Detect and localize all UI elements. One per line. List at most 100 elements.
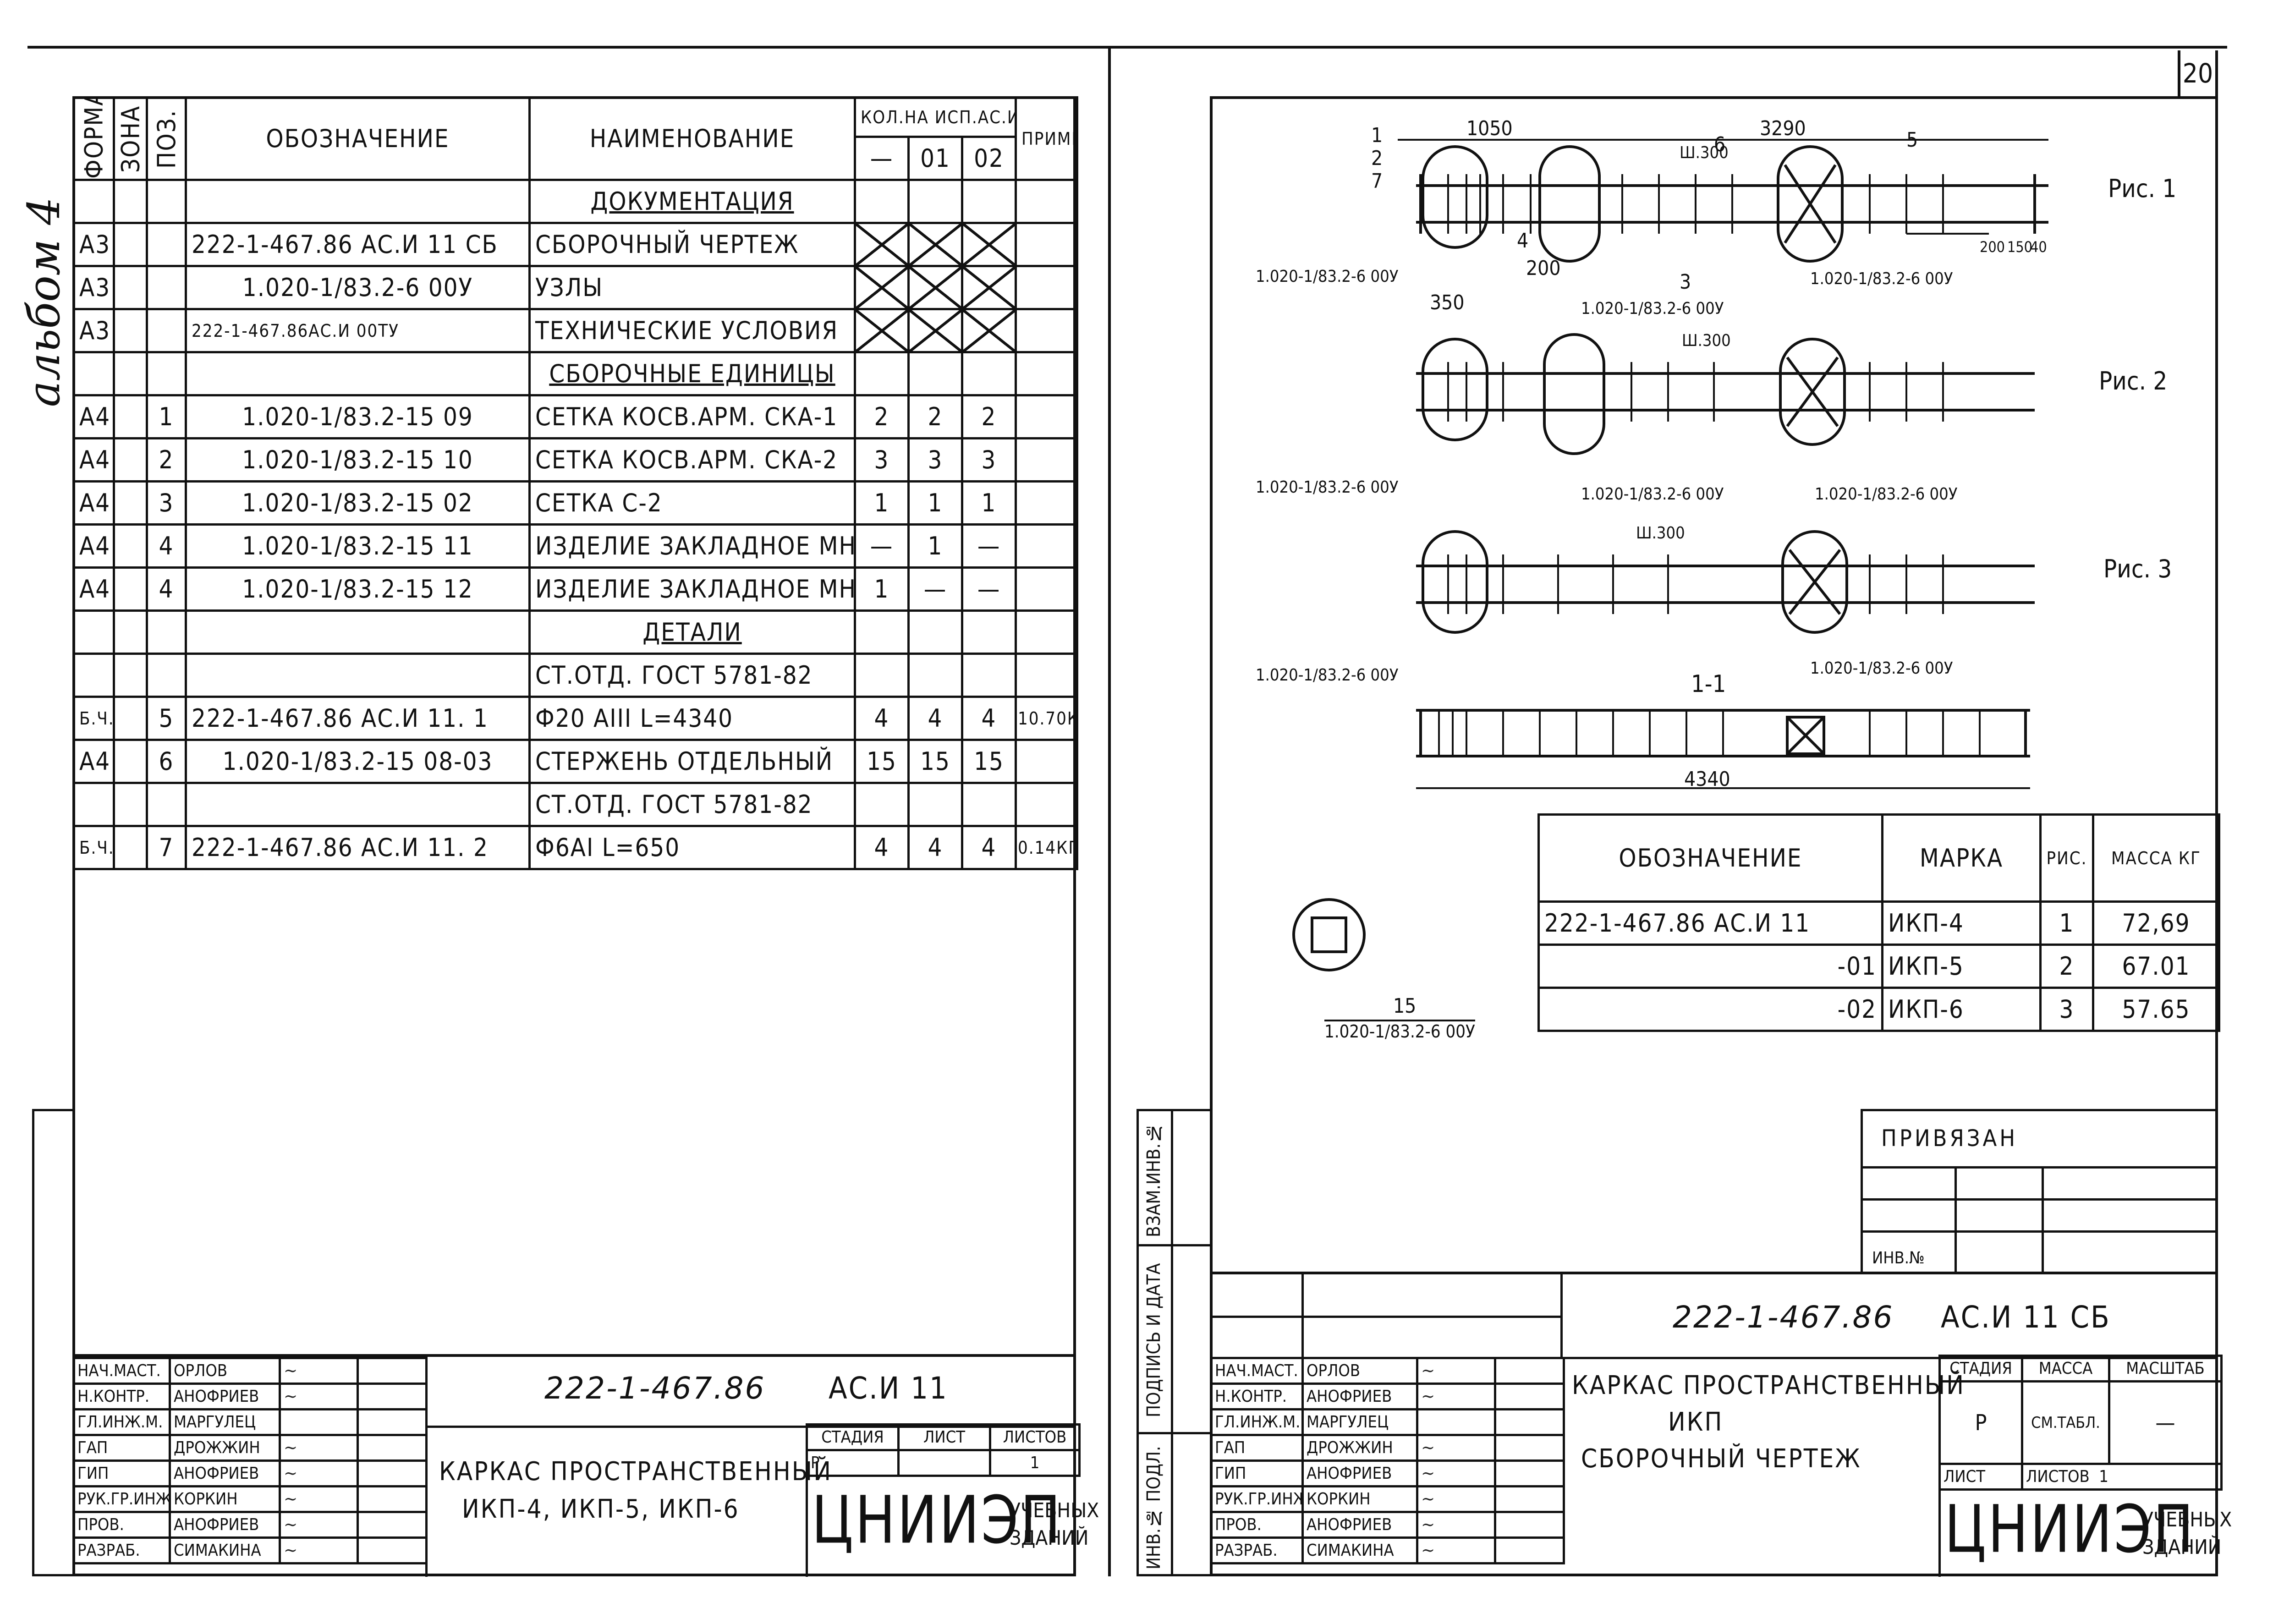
top-rule xyxy=(27,46,2227,49)
privyazan-inv: ИНВ.№ xyxy=(1872,1249,1925,1267)
signature: ~ xyxy=(1416,1434,1496,1462)
sheets-value: 1 xyxy=(2099,1467,2108,1486)
cell-designation: 1.020-1/83.2-15 09 xyxy=(185,394,531,439)
col-name: НАИМЕНОВАНИЕ xyxy=(528,96,856,181)
left-title-vdivider xyxy=(425,1357,428,1577)
cell-note xyxy=(1015,222,1078,267)
mass-fig: 3 xyxy=(2039,987,2094,1032)
section-heading: ДЕТАЛИ xyxy=(528,609,856,655)
cell-pos xyxy=(146,609,187,655)
pos-label-6: 6 xyxy=(1714,133,1725,156)
mass-mark: ИКП-5 xyxy=(1881,944,2042,989)
crossed-cell xyxy=(854,308,910,353)
cell-name: ИЗДЕЛИЕ ЗАКЛАДНОЕ МН-6 xyxy=(528,566,856,612)
cell-format xyxy=(72,653,115,698)
col-note: ПРИМЕЧ. xyxy=(1015,96,1078,181)
signature: ~ xyxy=(279,1459,359,1487)
col-format: ФОРМАТ xyxy=(73,97,114,180)
person-name: АНОФРИЕВ xyxy=(1301,1511,1418,1539)
cell-q2 xyxy=(907,179,963,224)
cell-format: Б.Ч. xyxy=(72,696,115,741)
cell-q2: — xyxy=(907,566,963,612)
cell-format: А4 xyxy=(72,566,115,612)
cell-pos xyxy=(146,351,187,396)
dim-4340: 4340 xyxy=(1684,768,1730,791)
role-label: ГАП xyxy=(1210,1434,1304,1462)
dim-1050: 1050 xyxy=(1466,117,1513,140)
side-strip-h2 xyxy=(1139,1432,1210,1434)
cell-zone xyxy=(113,265,148,310)
cell-note xyxy=(1015,566,1078,612)
left-code-divider xyxy=(425,1426,1076,1428)
cell-note xyxy=(1015,179,1078,224)
node-ref: 1.020-1/83.2-6 00У xyxy=(1256,478,1399,497)
left-drawing-code-suffix: АС.И 11 xyxy=(829,1371,948,1406)
person-name: ОРЛОВ xyxy=(1301,1357,1418,1385)
person-name: АНОФРИЕВ xyxy=(1301,1459,1418,1487)
cell-q1 xyxy=(854,653,910,698)
col-qty-1: 01 xyxy=(907,136,963,181)
person-name: АНОФРИЕВ xyxy=(169,1383,281,1410)
cell-note: 10.70КГ xyxy=(1015,696,1078,741)
privyazan-v2 xyxy=(2042,1166,2044,1274)
cell-pos: 1 xyxy=(146,394,187,439)
node-ref: 1.020-1/83.2-6 00У xyxy=(1810,659,1953,678)
cell-name: СТЕРЖЕНЬ ОТДЕЛЬНЫЙ xyxy=(528,739,856,784)
stage-label: СТАДИЯ xyxy=(806,1423,900,1451)
person-name: ДРОЖЖИН xyxy=(169,1434,281,1462)
role-label: РАЗРАБ. xyxy=(72,1536,171,1564)
left-title-block: НАЧ.МАСТ.ОРЛОВ~ Н.КОНТР.АНОФРИЕВ~ ГЛ.ИНЖ… xyxy=(72,1354,1099,1577)
cell-note xyxy=(1015,782,1078,827)
node-ref: 1.020-1/83.2-6 00У xyxy=(1256,666,1399,685)
cell-format: А4 xyxy=(72,480,115,526)
dim-end-40: 40 xyxy=(2030,238,2047,256)
cell-note xyxy=(1015,653,1078,698)
cell-q2 xyxy=(907,653,963,698)
date-cell xyxy=(1494,1459,1565,1487)
cell-q3: — xyxy=(961,523,1017,569)
right-drawing-title-1: КАРКАС ПРОСТРАНСТВЕННЫЙ xyxy=(1572,1371,1965,1400)
cell-name: СТ.ОТД. ГОСТ 5781-82 xyxy=(528,782,856,827)
signature: ~ xyxy=(279,1511,359,1539)
signature: ~ xyxy=(279,1536,359,1564)
side-strip-vline xyxy=(1171,1111,1173,1576)
right-org-logo: ЦНИИЭП xyxy=(1944,1491,2196,1568)
signature: ~ xyxy=(1416,1511,1496,1539)
person-name: ОРЛОВ xyxy=(169,1357,281,1385)
cell-note xyxy=(1015,523,1078,569)
cell-zone xyxy=(113,609,148,655)
crossed-cell xyxy=(961,265,1017,310)
left-signature-table: НАЧ.МАСТ.ОРЛОВ~ Н.КОНТР.АНОФРИЕВ~ ГЛ.ИНЖ… xyxy=(72,1357,428,1564)
cell-designation xyxy=(185,782,531,827)
role-label: Н.КОНТР. xyxy=(1210,1383,1304,1410)
cell-format: А4 xyxy=(72,394,115,439)
date-cell xyxy=(1494,1485,1565,1513)
role-label: Н.КОНТР. xyxy=(72,1383,171,1410)
cell-pos xyxy=(146,308,187,353)
cell-zone xyxy=(113,739,148,784)
role-label: ГИП xyxy=(72,1459,171,1487)
node-ref: 1.020-1/83.2-6 00У xyxy=(1256,267,1399,286)
cell-name: СТ.ОТД. ГОСТ 5781-82 xyxy=(528,653,856,698)
date-cell xyxy=(357,1408,428,1436)
cell-q1: 3 xyxy=(854,437,910,483)
signature: ~ xyxy=(1416,1357,1496,1385)
crossed-cell xyxy=(854,222,910,267)
cell-designation: 1.020-1/83.2-15 10 xyxy=(185,437,531,483)
right-org-sub-1: УЧЕБНЫХ xyxy=(2142,1508,2232,1531)
pos-label-3: 3 xyxy=(1680,270,1691,294)
date-cell xyxy=(357,1459,428,1487)
cell-zone xyxy=(113,308,148,353)
right-title-topband xyxy=(1210,1274,1563,1357)
cell-zone xyxy=(113,179,148,224)
cell-q1: 1 xyxy=(854,566,910,612)
cell-q3: 2 xyxy=(961,394,1017,439)
node-ref: 1.020-1/83.2-6 00У xyxy=(1581,299,1724,318)
specification-table: ФОРМАТ ЗОНА ПОЗ. ОБОЗНАЧЕНИЕ НАИМЕНОВАНИ… xyxy=(72,96,1078,870)
pos-label-1: 1 xyxy=(1371,124,1383,147)
cell-pos xyxy=(146,265,187,310)
cell-q1: 4 xyxy=(854,696,910,741)
role-label: РАЗРАБ. xyxy=(1210,1536,1304,1564)
signature: ~ xyxy=(1416,1459,1496,1487)
